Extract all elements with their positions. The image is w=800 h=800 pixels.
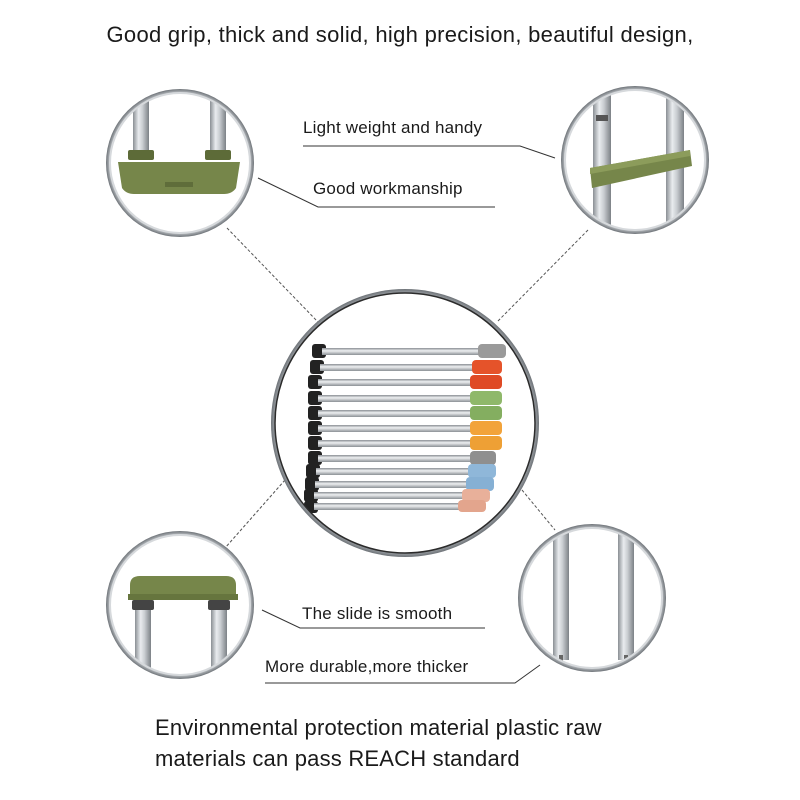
detail-circle-tubes <box>518 524 666 672</box>
detail-circle-handle-top <box>106 89 254 237</box>
handle-bar-blue-1 <box>306 464 496 478</box>
center-circle-handle-stack <box>271 289 539 557</box>
headline: Good grip, thick and solid, high precisi… <box>106 22 694 47</box>
handle-bar-orange-2 <box>308 436 502 450</box>
handle-bar-grey-1 <box>312 344 506 358</box>
handle-bar-grey-2 <box>308 451 496 465</box>
callout-durable: More durable,more thicker <box>265 657 469 676</box>
handle-bar-green-1 <box>308 391 502 405</box>
handle-bar-orange-1 <box>308 421 502 435</box>
detail-circle-handle-bottom <box>106 531 254 679</box>
handle-bar-red-2 <box>308 375 502 389</box>
connector-lines <box>224 227 589 549</box>
footer-line-1: Environmental protection material plasti… <box>155 715 602 740</box>
callout-leaders <box>257 145 556 684</box>
handle-bar-peach-1 <box>304 489 490 502</box>
callout-light-weight: Light weight and handy <box>303 118 483 137</box>
callout-workmanship: Good workmanship <box>313 179 463 198</box>
handle-bar-green-2 <box>308 406 502 420</box>
handle-bar-blue-2 <box>305 477 494 491</box>
footer-text: Environmental protection material plasti… <box>155 712 602 774</box>
handle-bar-red-1 <box>310 360 502 374</box>
footer-line-2: materials can pass REACH standard <box>155 746 520 771</box>
detail-circle-crossbar <box>561 86 709 234</box>
callout-slide-smooth: The slide is smooth <box>302 604 453 623</box>
